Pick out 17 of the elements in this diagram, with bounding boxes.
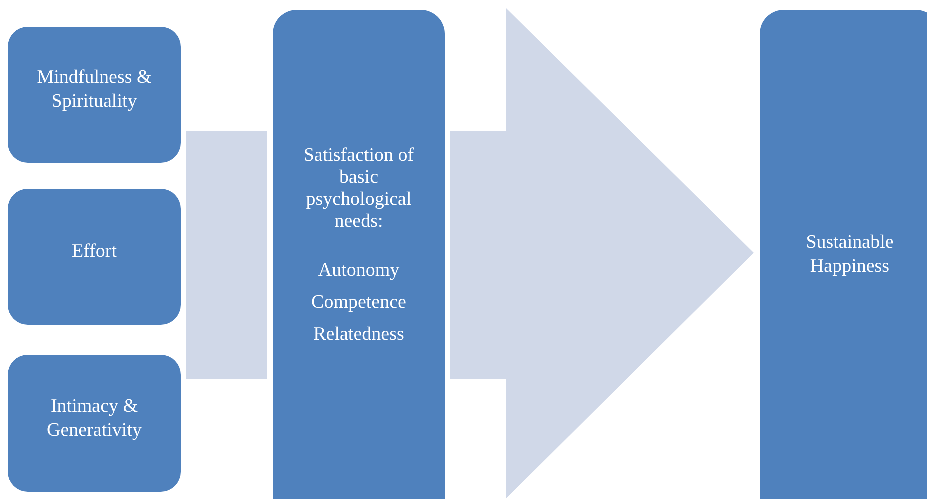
box-label: Mindfulness & Spirituality bbox=[36, 66, 153, 114]
box-label: Satisfaction of basic psychological needs: bbox=[302, 145, 416, 233]
connector-band bbox=[186, 131, 267, 211]
list-item: Autonomy bbox=[318, 259, 400, 283]
process-box bbox=[273, 10, 445, 499]
box-label: Intimacy & Generativity bbox=[46, 394, 143, 442]
list-item: Relatedness bbox=[314, 323, 404, 347]
connector-band bbox=[186, 211, 267, 301]
connector-band bbox=[186, 301, 267, 379]
process-box bbox=[8, 355, 181, 492]
process-box bbox=[8, 27, 181, 163]
process-box bbox=[760, 10, 927, 499]
block-arrow bbox=[450, 8, 754, 499]
box-label: Sustainable Happiness bbox=[805, 231, 895, 279]
process-box bbox=[8, 189, 181, 325]
list-item: Competence bbox=[312, 291, 406, 315]
box-label: Effort bbox=[72, 240, 118, 264]
